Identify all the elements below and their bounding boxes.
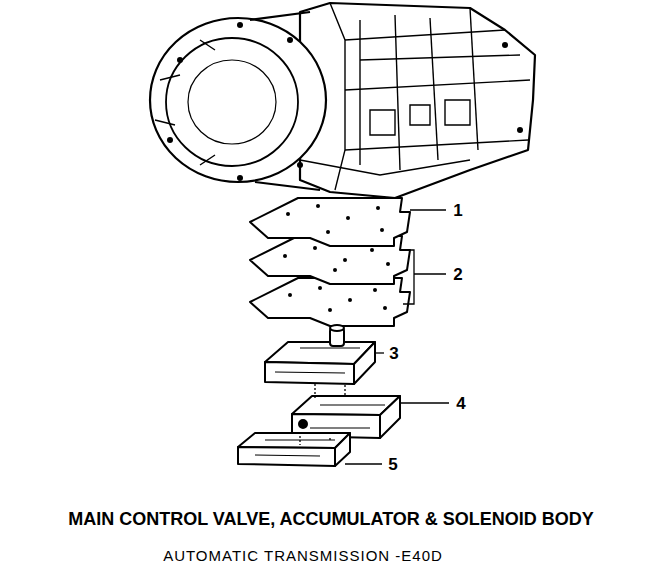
- callout-number: 5: [386, 455, 399, 474]
- leader-line: [403, 250, 446, 304]
- callout-number: 1: [451, 201, 464, 220]
- leader-line: [376, 352, 384, 353]
- callout-number: 4: [454, 394, 467, 413]
- solenoid-body: [238, 433, 350, 466]
- bell-opening: [166, 38, 298, 166]
- leader-line: [345, 463, 382, 464]
- main-control-valve: [265, 325, 375, 384]
- gasket-lower: [250, 278, 410, 326]
- diagram-title: MAIN CONTROL VALVE, ACCUMULATOR & SOLENO…: [68, 510, 594, 528]
- gasket-upper: [250, 198, 410, 246]
- callout-number: 2: [451, 265, 464, 284]
- accumulator-body: [292, 396, 400, 438]
- callout-number: 3: [387, 344, 400, 363]
- leader-line: [400, 402, 449, 403]
- bell-housing: [150, 18, 326, 182]
- diagram-caption: AUTOMATIC TRANSMISSION -E40D: [163, 548, 443, 563]
- leader-line: [410, 209, 446, 210]
- transmission-case: [300, 3, 535, 198]
